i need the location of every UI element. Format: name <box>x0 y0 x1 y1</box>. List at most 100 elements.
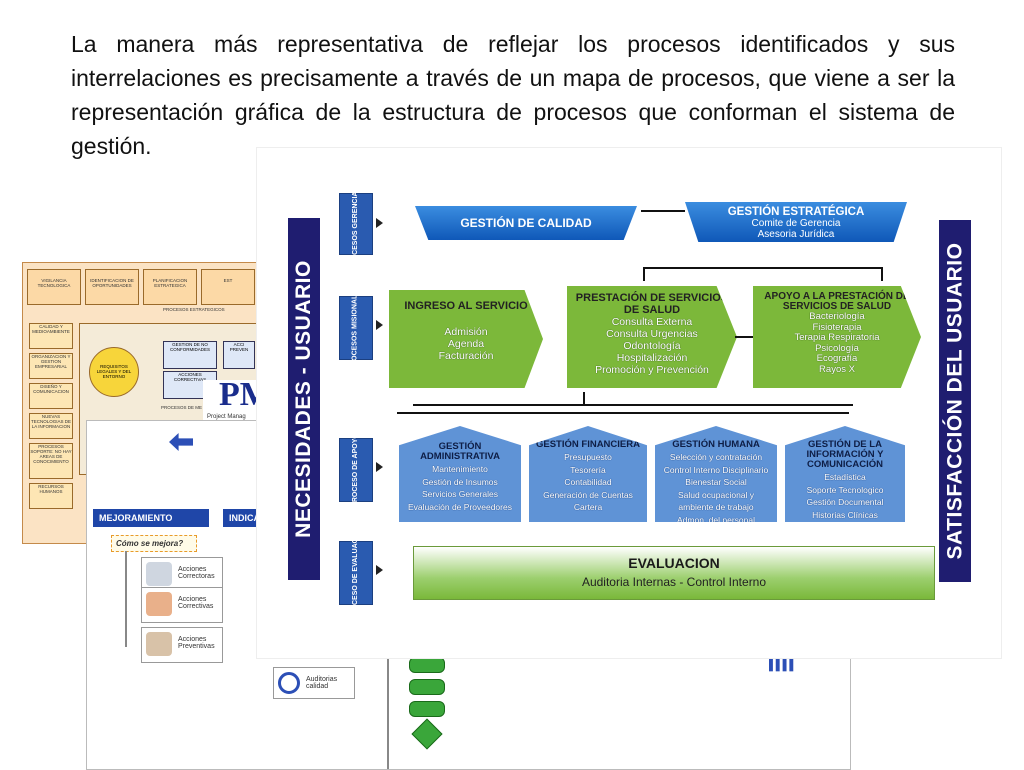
tree-leaf-label: Acciones Correctoras <box>178 566 215 580</box>
bg-cell: ORGANIZACION Y GESTION EMPRESARIAL <box>29 353 73 379</box>
mision-item: Agenda <box>447 338 485 350</box>
apoyo-item: Soporte Tecnologico <box>806 484 884 495</box>
apoyo-item: SIAU <box>835 522 855 532</box>
section-label: PROCESO DE APOYO <box>352 433 359 507</box>
left-arrow-icon <box>169 433 193 451</box>
apoyo-item: Presupuesto <box>564 452 612 462</box>
gestion-estrategica-item: Comite de Gerencia <box>751 218 841 229</box>
needs-user-bar: NECESIDADES - USUARIO <box>288 218 320 580</box>
bg-top-caption: PROCESOS ESTRATEGICOS <box>163 307 225 312</box>
apoyo-item: Gestión de Insumos <box>422 476 498 487</box>
auditorias-box: Auditorias calidad <box>273 667 355 699</box>
section-arrow-icon <box>376 565 383 575</box>
apoyo-item: Mantenimiento <box>432 464 488 474</box>
mision-box-ingreso: INGRESO AL SERVICIO Admisión Agenda Fact… <box>389 290 543 388</box>
flow-shape <box>409 701 445 717</box>
apoyo-item: Evaluación de Proveedores <box>408 501 512 512</box>
flowchart-shapes <box>407 651 447 769</box>
mision-item: Ecografía <box>816 353 858 364</box>
bg-cell: EST <box>201 269 255 305</box>
apoyo-box-informacion: GESTIÓN DE LA INFORMACIÓN Y COMUNICACIÓN… <box>785 426 905 522</box>
apoyo-item: Bienestar Social <box>685 477 747 487</box>
user-satisfaction-bar: SATISFACCIÓN DEL USUARIO <box>939 220 971 582</box>
apoyo-item: Generación de Cuentas <box>543 489 633 500</box>
section-arrow-icon <box>376 462 383 472</box>
needs-user-label: NECESIDADES - USUARIO <box>292 260 316 538</box>
bg-cell: CALIDAD Y MEDIOAMBIENTE <box>29 323 73 349</box>
section-label: PROCESOS GERENCIALES <box>352 177 359 271</box>
evaluacion-title: EVALUACION <box>628 555 720 571</box>
mision-title: PRESTACIÓN DE SERVICIOS DE SALUD <box>575 292 729 316</box>
tree-leaf-label: Acciones Preventivas <box>178 636 215 650</box>
flow-shape <box>409 679 445 695</box>
bg-cell: VIGILANCIA TECNOLOGICA <box>27 269 81 305</box>
gestion-estrategica-title: GESTIÓN ESTRATÉGICA <box>727 206 865 218</box>
bg-bottom-caption: PROCESOS DE ME <box>161 405 203 410</box>
apoyo-title: GESTIÓN FINANCIERA <box>536 439 640 450</box>
apoyo-item: Salud ocupacional y <box>677 489 755 500</box>
mision-item: Consulta Urgencias <box>606 328 698 340</box>
flow-shape <box>409 657 445 673</box>
apoyo-box-administrativa: GESTIÓN ADMINISTRATIVA Mantenimiento Ges… <box>399 426 521 522</box>
apoyo-item: Contabilidad <box>564 477 612 487</box>
bg-box: ACCI PREVEN <box>223 341 255 369</box>
apoyo-item: Control Interno Disciplinario <box>663 464 769 475</box>
section-arrow-icon <box>376 218 383 228</box>
mision-item: Facturación <box>438 350 494 362</box>
connector-line <box>413 404 853 406</box>
apoyo-item: Estadística <box>824 472 866 482</box>
process-map: NECESIDADES - USUARIO SATISFACCIÓN DEL U… <box>256 147 1002 659</box>
bg-cell: PROCESOS SOPORTE: NO HAY AREAS DE CONOCI… <box>29 443 73 479</box>
connector-line <box>735 336 753 338</box>
mision-item: Psicología <box>815 342 859 354</box>
mision-item: Admisión <box>444 326 488 338</box>
gestion-estrategica-banner: GESTIÓN ESTRATÉGICA Comite de Gerencia A… <box>685 202 907 242</box>
bg-cell: NUEVAS TECNOLOGIAS DE LA INFORMACION <box>29 413 73 439</box>
bg-cell: IDENTIFICACION DE OPORTUNIDADES <box>85 269 139 305</box>
intro-paragraph: La manera más representativa de reflejar… <box>71 31 955 159</box>
bg-cell: DISEÑO Y COMUNICACION <box>29 383 73 409</box>
mision-item: Odontología <box>623 340 681 352</box>
mision-box-prestacion: PRESTACIÓN DE SERVICIOS DE SALUD Consult… <box>567 286 737 388</box>
apoyo-title: GESTIÓN HUMANA <box>672 439 760 450</box>
mejoramiento-header: MEJORAMIENTO <box>93 509 209 527</box>
question-label: Cómo se mejora? <box>111 535 197 552</box>
apoyo-item: Servicios Generales <box>421 489 499 499</box>
flow-line <box>387 651 389 769</box>
mision-box-apoyo-prestacion: APOYO A LA PRESTACIÓN DE SERVICIOS DE SA… <box>753 286 921 388</box>
apoyo-item: ambiente de trabajo <box>678 502 754 512</box>
mision-item: Fisioterapia <box>812 321 862 333</box>
bg-cell: PLANIFICACION ESTRATEGICA <box>143 269 197 305</box>
mision-item: Hospitalización <box>616 352 688 364</box>
person-icon <box>146 592 172 616</box>
doctor-icon <box>146 632 172 656</box>
pm-logo-sub: Project Manag <box>207 414 246 420</box>
flow-diamond <box>411 718 443 750</box>
connector-line <box>583 392 585 406</box>
apoyo-item: Cartera <box>573 502 603 512</box>
connector-line <box>641 210 685 212</box>
apoyo-item: Gestión Documental <box>806 497 884 507</box>
apoyo-item: Tesorería <box>570 464 606 475</box>
evaluacion-box: EVALUACION Auditoria Internas - Control … <box>413 546 935 600</box>
apoyo-box-financiera: GESTIÓN FINANCIERA Presupuesto Tesorería… <box>529 426 647 522</box>
apoyo-title: GESTIÓN DE LA INFORMACIÓN Y COMUNICACIÓN <box>806 439 884 470</box>
section-misionales: PROCESOS MISIONALES <box>339 285 373 371</box>
magnifier-icon <box>278 672 300 694</box>
apoyo-item: Historias Clínicas <box>812 509 878 520</box>
bg-oval-text: REQUISITOS LEGALES Y DEL ENTORNO <box>96 364 132 379</box>
section-apoyo: PROCESO DE APOYO <box>339 433 373 507</box>
bg-cell: RECURSOS HUMANOS <box>29 483 73 509</box>
auditorias-label: Auditorias calidad <box>306 676 338 690</box>
section-evaluacion: PROCESO DE EVALUACION <box>339 526 373 620</box>
section-gerenciales: PROCESOS GERENCIALES <box>339 178 373 270</box>
mision-title: INGRESO AL SERVICIO <box>404 300 528 312</box>
ambulance-icon <box>146 562 172 586</box>
mision-item: Rayos X <box>819 363 855 375</box>
tree-leaf: Acciones Correctivas <box>141 587 223 623</box>
bg-oval: REQUISITOS LEGALES Y DEL ENTORNO <box>89 347 139 397</box>
tree-leaf-label: Acciones Correctivas <box>178 596 214 610</box>
tree-leaf: Acciones Preventivas <box>141 627 223 663</box>
mision-item: Consulta Externa <box>611 316 693 328</box>
mision-item: Bacteriología <box>809 311 865 322</box>
